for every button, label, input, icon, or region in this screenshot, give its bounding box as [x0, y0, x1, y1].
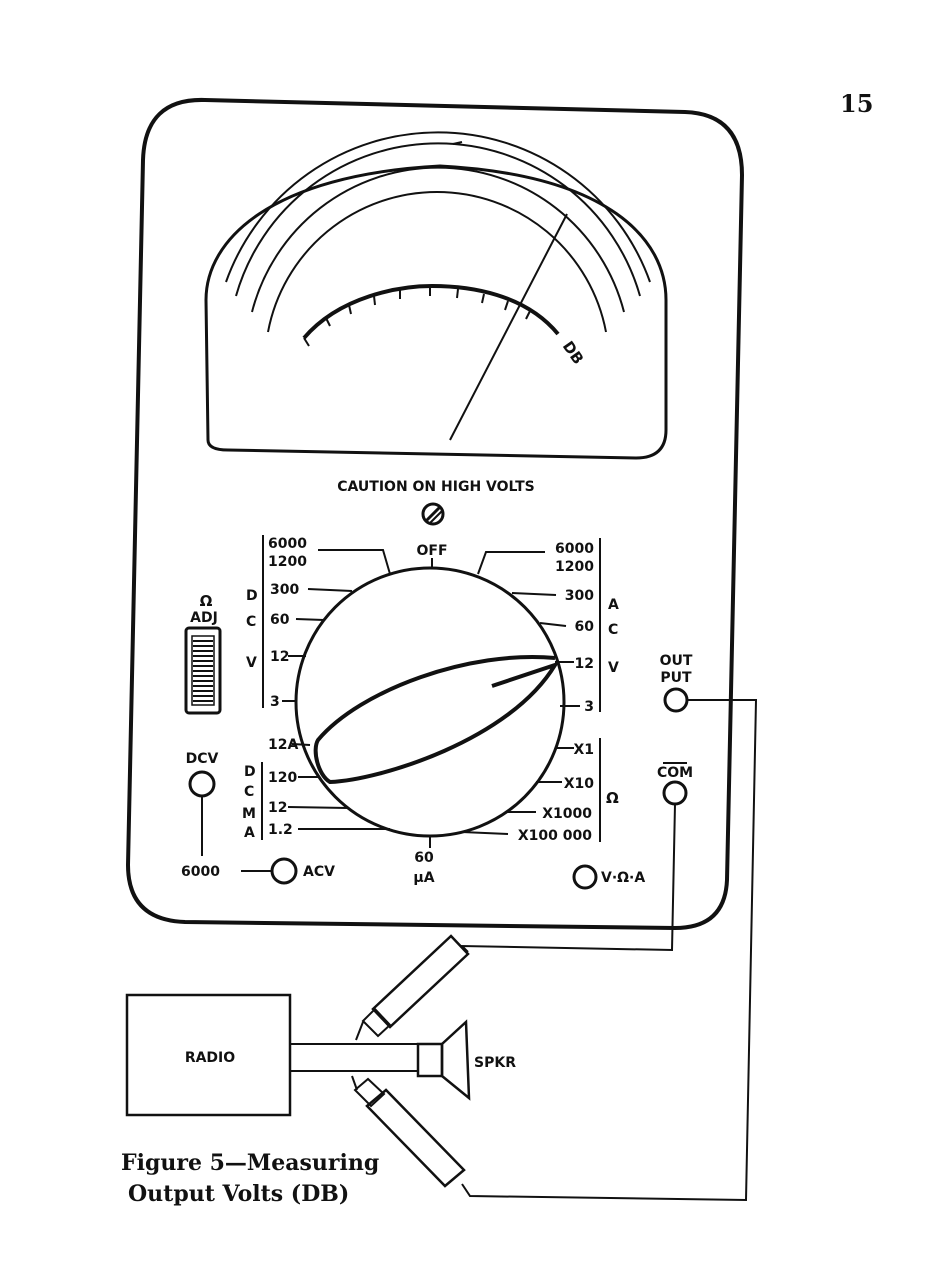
caution-label: CAUTION ON HIGH VOLTS	[337, 479, 535, 495]
meter-pointer	[449, 213, 568, 441]
dcv-range-labels: 6000 1200 300 60 12 3 D C V	[246, 535, 391, 710]
svg-text:X1: X1	[573, 742, 594, 758]
zero-adjust-screw[interactable]	[421, 502, 445, 526]
svg-text:300: 300	[270, 582, 299, 598]
speaker-leads	[290, 1043, 420, 1072]
output-jack-label-2: PUT	[660, 670, 692, 686]
speaker-icon	[416, 1019, 471, 1101]
svg-text:V: V	[246, 655, 257, 671]
svg-text:60: 60	[270, 612, 290, 628]
page-number: 15	[840, 89, 873, 118]
speaker-label: SPKR	[474, 1055, 516, 1071]
output-jack-label-1: OUT	[660, 653, 693, 669]
svg-text:3: 3	[584, 699, 594, 715]
dcv-jack[interactable]	[188, 770, 216, 798]
svg-text:120: 120	[268, 770, 297, 786]
radio-box	[125, 993, 292, 1117]
acv-range-labels: 6000 1200 300 60 12 3 A C V	[477, 538, 619, 715]
v-ohm-a-jack[interactable]	[572, 864, 598, 890]
output-lead-wire	[461, 699, 758, 1202]
ohm-adjust-label: ADJ	[190, 610, 218, 626]
svg-text:6000: 6000	[555, 541, 594, 557]
microamp-unit: μA	[413, 870, 434, 886]
com-jack[interactable]	[662, 780, 688, 806]
microamp-value: 60	[414, 850, 434, 866]
svg-text:V: V	[608, 660, 619, 676]
svg-text:A: A	[608, 597, 619, 613]
meter-case	[125, 97, 745, 931]
db-scale-ticks	[303, 287, 531, 347]
zero-mark	[452, 141, 463, 145]
svg-text:1200: 1200	[555, 559, 594, 575]
output-jack[interactable]	[663, 687, 689, 713]
com-jack-label: COM	[657, 765, 693, 781]
svg-text:1200: 1200	[268, 554, 307, 570]
com-lead-wire	[459, 803, 676, 953]
svg-text:X100 000: X100 000	[518, 828, 592, 844]
figure-caption-line-2: Output Volts (DB)	[128, 1181, 349, 1207]
meter-scale-arcs	[225, 131, 651, 340]
db-scale-arc	[302, 283, 560, 340]
radio-label: RADIO	[185, 1050, 235, 1066]
v-ohm-a-label: V·Ω·A	[601, 870, 645, 886]
svg-text:60: 60	[575, 619, 595, 635]
svg-text:C: C	[608, 622, 618, 638]
figure-caption-line-1: Figure 5—Measuring	[121, 1150, 379, 1176]
svg-text:D: D	[244, 764, 256, 780]
svg-text:C: C	[246, 614, 256, 630]
selector-pointer	[313, 655, 560, 785]
ohm-adjust-symbol: Ω	[200, 592, 213, 610]
acv-jack[interactable]	[270, 857, 298, 885]
db-scale-label: DB	[559, 338, 587, 368]
svg-text:X1000: X1000	[542, 806, 592, 822]
svg-text:12: 12	[270, 649, 289, 665]
output-test-probe	[351, 1075, 466, 1188]
svg-text:D: D	[246, 588, 258, 604]
ohms-range-labels: X1 X10 X1000 X100 000 Ω	[461, 738, 619, 844]
svg-text:12: 12	[268, 800, 287, 816]
svg-text:12A: 12A	[268, 737, 298, 753]
com-test-probe	[355, 934, 470, 1041]
svg-text:300: 300	[565, 588, 594, 604]
dcv-6000-label: 6000	[181, 864, 220, 880]
svg-text:A: A	[244, 825, 255, 841]
dcma-range-labels: 12A 120 12 1.2 D C M A	[242, 737, 390, 841]
svg-text:M: M	[242, 806, 256, 822]
svg-text:C: C	[244, 784, 254, 800]
ohm-adjust-wheel[interactable]	[184, 626, 222, 715]
svg-text:Ω: Ω	[606, 789, 619, 807]
svg-text:12: 12	[575, 656, 594, 672]
dcv-jack-label: DCV	[186, 751, 219, 767]
acv-jack-label: ACV	[303, 864, 335, 880]
meter-window	[204, 164, 668, 460]
svg-text:1.2: 1.2	[268, 822, 293, 838]
off-label: OFF	[416, 543, 447, 559]
svg-text:6000: 6000	[268, 536, 307, 552]
svg-text:X10: X10	[564, 776, 595, 792]
svg-text:3: 3	[270, 694, 280, 710]
range-selector-knob[interactable]	[294, 566, 566, 838]
